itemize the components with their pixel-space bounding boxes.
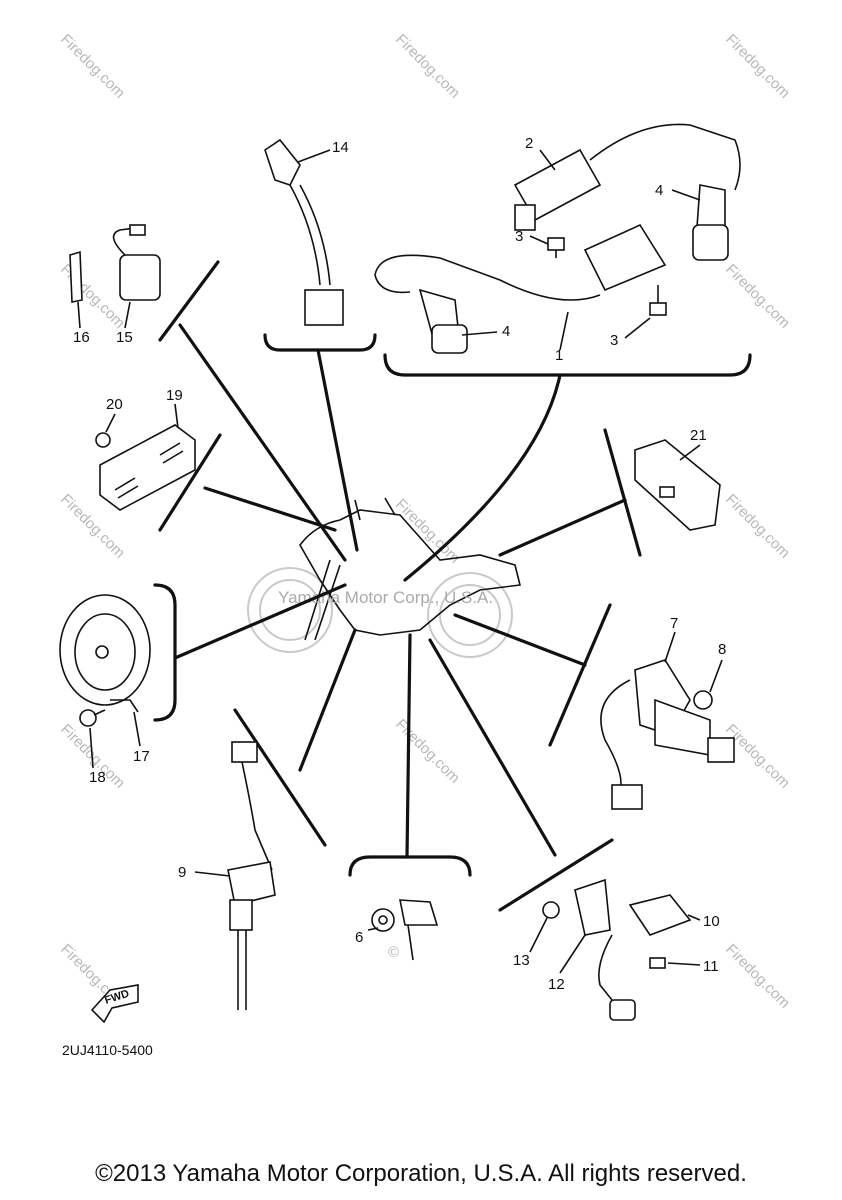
part-21-plate (634, 439, 721, 531)
part-15-relay (112, 224, 161, 301)
callouts: 1 2 3 3 4 4 6 7 8 9 10 11 12 13 14 15 16… (73, 135, 726, 993)
callout-label: 10 (703, 913, 720, 930)
callout-label: 3 (610, 332, 618, 349)
callout-label: 3 (515, 228, 523, 245)
callout-label: 14 (332, 139, 349, 156)
part-17-horn (59, 594, 151, 713)
part-2-ignition-coil (513, 123, 741, 231)
part-14-switch (264, 138, 344, 326)
callout-label: 13 (513, 952, 530, 969)
part-7-main-switch (600, 659, 735, 810)
part-10-starter-relay (598, 894, 692, 1021)
part-5-switch (399, 899, 439, 961)
callout-label: 1 (555, 347, 563, 364)
watermark: Firedog.com (722, 941, 793, 1012)
callout-label: 6 (355, 929, 363, 946)
callout-label: 16 (73, 329, 90, 346)
watermark: Firedog.com (722, 31, 793, 102)
motorcycle-outline (247, 497, 521, 658)
watermark: Firedog.com (57, 261, 128, 332)
group-brackets (153, 260, 752, 912)
part-3-bolt (649, 285, 667, 316)
part-9-sensor (227, 741, 276, 1010)
callout-label: 8 (718, 641, 726, 658)
watermark: Firedog.com (722, 491, 793, 562)
part-8-screw (693, 690, 713, 710)
center-watermark: Yamaha Motor Corp., U.S.A. (278, 588, 493, 607)
callout-label: 21 (690, 427, 707, 444)
callout-label: 15 (116, 329, 133, 346)
watermark: Firedog.com (392, 716, 463, 787)
leader-lines (173, 323, 627, 859)
watermark: Firedog.com (392, 31, 463, 102)
part-3-bolt (547, 237, 565, 258)
copyright-sign: © (388, 944, 399, 961)
callout-label: 2 (525, 135, 533, 152)
part-20-nut (95, 432, 111, 448)
watermark: Firedog.com (57, 31, 128, 102)
watermark: Firedog.com (722, 261, 793, 332)
callout-label: 11 (703, 958, 719, 975)
part-18-bolt (79, 709, 106, 727)
callout-label: 7 (670, 615, 678, 632)
copyright-notice: ©2013 Yamaha Motor Corporation, U.S.A. A… (95, 1160, 747, 1187)
part-11-bolt (649, 957, 666, 969)
callout-label: 9 (178, 864, 186, 881)
part-code: 2UJ4110-5400 (62, 1042, 153, 1058)
part-6-washer (371, 908, 395, 932)
callout-label: 12 (548, 976, 565, 993)
callout-label: 18 (89, 769, 106, 786)
part-12-bracket (574, 878, 611, 936)
part-4-spark-cap (418, 288, 468, 354)
callout-label: 19 (166, 387, 183, 404)
callout-leaders (77, 149, 723, 974)
callout-label: 4 (502, 323, 510, 340)
part-13-bolt (542, 901, 560, 919)
part-1-ignition-coil (374, 223, 667, 301)
callout-label: 17 (133, 748, 150, 765)
part-4-spark-cap (692, 184, 729, 261)
callout-label: 4 (655, 182, 663, 199)
part-16-bracket (69, 250, 83, 303)
part-19-reflector (99, 424, 196, 511)
callout-label: 20 (106, 396, 123, 413)
fwd-arrow: FWD (90, 984, 139, 1024)
watermark: Firedog.com (392, 496, 463, 567)
